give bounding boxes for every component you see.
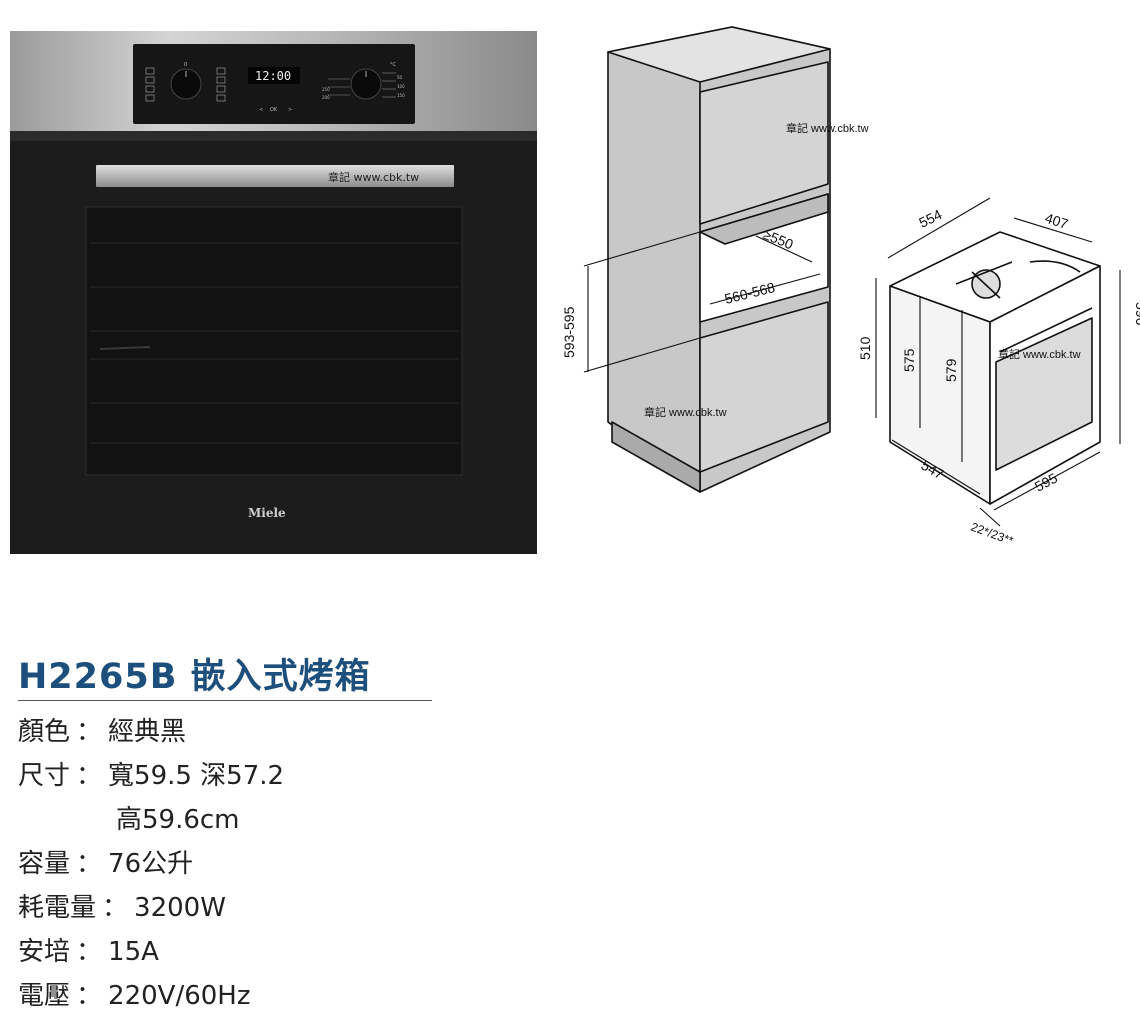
spec-label: 顏色 bbox=[18, 717, 71, 747]
dim-510: 510 bbox=[857, 336, 873, 360]
spec-row-power: 耗電量：3200W bbox=[18, 886, 284, 930]
nav-left-icon[interactable]: < bbox=[259, 107, 263, 113]
temp-mark: 250 bbox=[322, 87, 330, 92]
spec-label: 安培 bbox=[18, 937, 71, 967]
spec-separator: ： bbox=[76, 937, 103, 967]
spec-separator: ： bbox=[76, 981, 103, 1011]
spec-label: 容量 bbox=[18, 849, 71, 879]
spec-value: 寬59.5 深57.2 bbox=[108, 761, 285, 791]
temperature-knob[interactable] bbox=[350, 68, 382, 100]
spec-label: 尺寸 bbox=[18, 761, 71, 791]
spec-row-capacity: 容量：76公升 bbox=[18, 842, 284, 886]
door-handle[interactable] bbox=[96, 165, 454, 187]
temp-mark: 200 bbox=[322, 95, 330, 100]
product-title: H2265B 嵌入式烤箱 bbox=[18, 657, 371, 697]
ok-button[interactable]: OK bbox=[270, 107, 278, 113]
spec-separator: ： bbox=[76, 761, 103, 791]
nav-right-icon[interactable]: > bbox=[288, 107, 292, 113]
display-time: 12:00 bbox=[255, 69, 291, 83]
spec-value: 經典黑 bbox=[108, 717, 187, 747]
spec-row-voltage: 電壓：220V/60Hz bbox=[18, 974, 284, 1018]
spec-value: 15A bbox=[108, 937, 159, 967]
clock-display bbox=[248, 67, 300, 84]
dim-575: 575 bbox=[901, 348, 917, 372]
function-knob[interactable] bbox=[170, 68, 202, 100]
title-underline bbox=[18, 700, 432, 701]
brand-logo: Miele bbox=[248, 506, 286, 520]
spec-label: 耗電量 bbox=[18, 893, 97, 923]
spec-row-size: 尺寸：寬59.5 深57.2 bbox=[18, 754, 284, 798]
spec-label: 電壓 bbox=[18, 981, 71, 1011]
temp-unit: °C bbox=[390, 62, 397, 68]
spec-row-amperage: 安培：15A bbox=[18, 930, 284, 974]
watermark: 章記 www.cbk.tw bbox=[998, 347, 1081, 361]
dim-579: 579 bbox=[943, 358, 959, 382]
spec-row-color: 顏色：經典黑 bbox=[18, 710, 284, 754]
spec-list: 顏色：經典黑 尺寸：寬59.5 深57.2 高59.6cm 容量：76公升 耗電… bbox=[18, 710, 284, 1018]
temp-mark: 100 bbox=[397, 84, 405, 89]
dim-596: 596 bbox=[1133, 302, 1140, 326]
watermark: 章記 www.cbk.tw bbox=[644, 405, 727, 419]
temp-mark: 150 bbox=[397, 93, 405, 98]
spec-value: 高59.6cm bbox=[116, 805, 240, 835]
dim-top-depth: 407 bbox=[1043, 210, 1070, 233]
watermark: 章記 www.cbk.tw bbox=[786, 121, 869, 135]
installation-diagram: 593-595 ≥550 560-568 554 407 510 575 579… bbox=[561, 26, 1140, 548]
spec-value: 76公升 bbox=[108, 849, 194, 879]
spec-separator: ： bbox=[76, 717, 103, 747]
selector-label: 0 bbox=[184, 62, 187, 68]
spec-separator: ： bbox=[102, 893, 129, 923]
spec-separator: ： bbox=[76, 849, 103, 879]
watermark: 章記 www.cbk.tw bbox=[328, 170, 419, 184]
door-window bbox=[85, 206, 463, 476]
oven-product-photo: 0 12:00 < OK > °C 50 100 150 250 200 章記 … bbox=[10, 31, 537, 554]
temp-mark: 50 bbox=[397, 75, 403, 80]
spec-value: 3200W bbox=[134, 893, 226, 923]
spec-row-size-height: 高59.6cm bbox=[18, 798, 284, 842]
dim-niche-height: 593-595 bbox=[561, 306, 577, 358]
spec-value: 220V/60Hz bbox=[108, 981, 251, 1011]
dim-front-panel: 22*/23** bbox=[969, 520, 1015, 548]
